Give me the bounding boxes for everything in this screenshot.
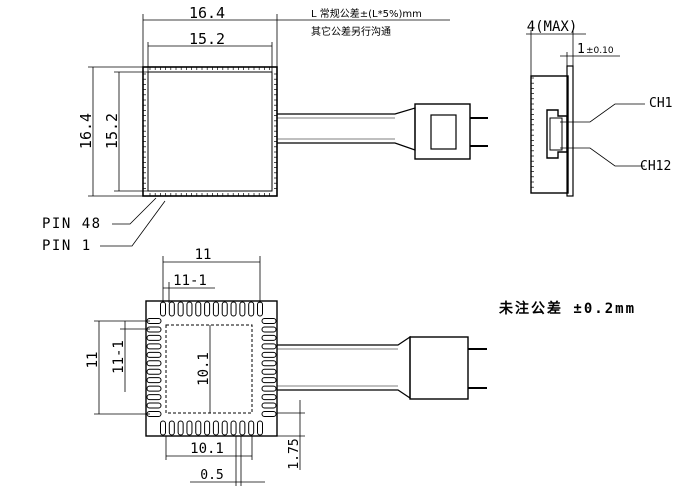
- pad: [186, 301, 193, 317]
- tolerance-note-line1: L 常规公差±(L*5%)mm: [311, 7, 422, 20]
- bottom-package-outline: [145, 300, 278, 437]
- ch12-label: CH12: [640, 159, 671, 174]
- pad: [146, 360, 162, 367]
- dim-inner-width: 10.1: [190, 441, 224, 457]
- pin-1-leader: [100, 200, 166, 247]
- ch12-leader: [560, 147, 645, 167]
- pad: [257, 301, 263, 317]
- side-connector-slot: [549, 117, 563, 151]
- pad: [239, 301, 246, 317]
- ch1-leader: [560, 103, 645, 123]
- pad: [230, 301, 237, 317]
- pad: [261, 377, 277, 384]
- dim-pad-span-height: 11: [85, 352, 101, 369]
- pad: [261, 411, 277, 417]
- pad: [146, 394, 162, 401]
- package-inner-outline: [147, 71, 273, 192]
- dim-max-thickness: 4(MAX): [527, 19, 578, 35]
- dim-outer-width: 16.4: [189, 4, 225, 22]
- pin-1-label: PIN 1: [42, 238, 92, 254]
- pad: [160, 301, 166, 317]
- pad: [261, 385, 277, 392]
- pad: [146, 368, 162, 375]
- pad: [195, 301, 202, 317]
- dim-inner-width: 15.2: [189, 30, 225, 48]
- pad: [221, 301, 228, 317]
- side-view: 4(MAX) 1 ±0.10 CH1 CH12: [526, 19, 672, 197]
- pad: [204, 420, 211, 436]
- pad: [212, 301, 219, 317]
- pad: [261, 368, 277, 375]
- pad: [168, 420, 175, 436]
- pad: [146, 326, 162, 333]
- pad: [146, 402, 162, 409]
- pad: [261, 351, 277, 358]
- cable: [277, 107, 416, 151]
- top-view: 16.4 15.2 L 常规公差±(L*5%)mm 其它公差另行沟通 16.4 …: [42, 4, 488, 254]
- dim-inner-height: 10.1: [196, 352, 212, 386]
- pad: [248, 301, 255, 317]
- bottom-connector: [409, 336, 469, 400]
- pad: [168, 301, 175, 317]
- pad: [212, 420, 219, 436]
- side-edge-notches: [531, 77, 534, 188]
- pad: [261, 402, 277, 409]
- pad: [239, 420, 246, 436]
- pad: [230, 420, 237, 436]
- pad: [186, 420, 193, 436]
- pad: [261, 334, 277, 341]
- pad: [146, 343, 162, 350]
- pad: [248, 420, 255, 436]
- pad: [160, 420, 166, 436]
- package-edge-notches: [143, 67, 277, 196]
- package-outline: [142, 66, 278, 197]
- pad: [257, 420, 263, 436]
- dim-pitch-width: 11-1: [173, 273, 207, 289]
- dim-pad-width: 0.5: [200, 468, 223, 483]
- dim-outer-height: 16.4: [77, 113, 95, 149]
- side-connector: [546, 109, 568, 159]
- bottom-view: 11 11-1 11 11-1 10.1 10.1 1.75 0.5: [85, 247, 487, 486]
- pad: [146, 351, 162, 358]
- general-tolerance-note: 未注公差 ±0.2mm: [499, 300, 636, 317]
- pad: [261, 394, 277, 401]
- pad: [261, 326, 277, 333]
- pad: [221, 420, 228, 436]
- pin-48-label: PIN 48: [42, 216, 102, 232]
- side-body: [530, 75, 569, 194]
- dim-pad-span-width: 11: [195, 247, 212, 263]
- pad: [261, 318, 277, 324]
- dim-edge-offset: 1.75: [287, 438, 302, 469]
- connector-window: [430, 114, 457, 150]
- pad: [261, 343, 277, 350]
- pad: [261, 360, 277, 367]
- inner-pad-region: [165, 324, 253, 414]
- pad-array: [146, 301, 277, 436]
- ch1-label: CH1: [649, 96, 672, 111]
- dim-pitch-height: 11-1: [111, 340, 127, 374]
- pad: [195, 420, 202, 436]
- pad: [146, 377, 162, 384]
- pad: [204, 301, 211, 317]
- pad: [177, 420, 184, 436]
- dim-thickness: 1: [577, 42, 585, 57]
- pad: [177, 301, 184, 317]
- pin-48-leader: [112, 197, 157, 225]
- connector-body: [414, 103, 471, 160]
- dim-thickness-tolerance: ±0.10: [586, 46, 614, 56]
- bottom-cable: [277, 335, 411, 400]
- pad: [146, 334, 162, 341]
- tolerance-note-line2: 其它公差另行沟通: [311, 25, 391, 38]
- pad: [146, 385, 162, 392]
- dim-inner-height: 15.2: [103, 113, 121, 149]
